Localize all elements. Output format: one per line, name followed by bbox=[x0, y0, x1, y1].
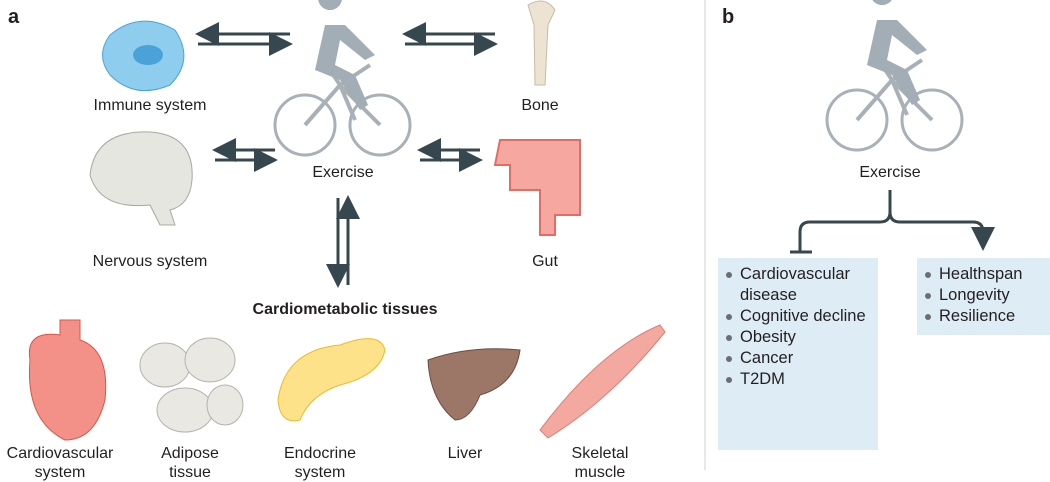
tissue-label: Liver bbox=[447, 445, 483, 462]
brain-icon bbox=[89, 131, 193, 226]
bone-icon bbox=[527, 0, 556, 86]
node-label: Bone bbox=[521, 97, 559, 114]
muscle-icon bbox=[539, 324, 666, 439]
node-label: Immune system bbox=[93, 97, 207, 114]
pancreas-icon bbox=[277, 338, 386, 422]
diagram-graphics bbox=[28, 0, 995, 470]
tissues-title: Cardiometabolic tissues bbox=[252, 301, 438, 318]
cyclist-icon bbox=[825, 0, 964, 152]
gut-icon bbox=[493, 139, 581, 236]
cyclist-icon bbox=[273, 0, 412, 157]
exercise-label: Exercise bbox=[859, 164, 921, 181]
panel-a-label: a bbox=[8, 6, 20, 28]
node-label: Gut bbox=[532, 253, 558, 270]
panel-b-label: b bbox=[722, 6, 735, 28]
arrows bbox=[195, 22, 995, 288]
heart-icon bbox=[28, 319, 107, 441]
adipose-tissue-icon bbox=[139, 337, 244, 433]
node-label: Nervous system bbox=[92, 253, 208, 270]
liver-icon bbox=[427, 348, 521, 421]
exercise-label: Exercise bbox=[312, 164, 374, 181]
